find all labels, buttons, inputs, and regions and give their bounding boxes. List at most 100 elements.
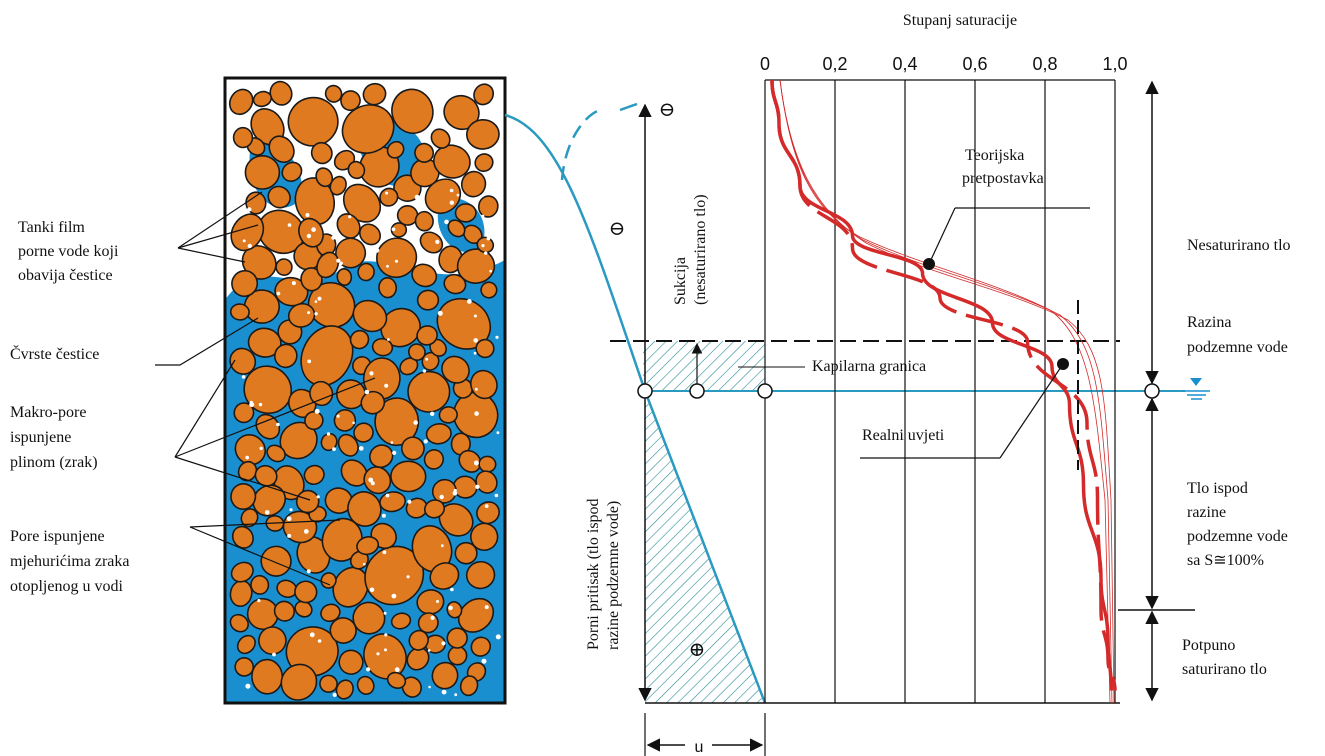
soil-grain [230, 213, 265, 252]
soil-grain [287, 302, 316, 328]
soil-grain [378, 277, 398, 299]
soil-grain [268, 135, 295, 163]
air-bubble [316, 495, 320, 499]
air-bubble [272, 652, 276, 657]
soil-grain [386, 671, 407, 689]
air-bubble [486, 236, 491, 241]
soil-grain [324, 84, 343, 103]
soil-grain [376, 237, 418, 279]
air-bubble [494, 225, 498, 230]
air-bubble [249, 402, 255, 408]
soil-grain [333, 409, 357, 432]
soil-grain [273, 600, 296, 622]
air-bubble [441, 689, 447, 695]
air-bubble [245, 683, 251, 689]
leader-lines [155, 191, 376, 586]
soil-grain [316, 251, 340, 279]
air-bubble [385, 191, 389, 195]
air-bubble [374, 248, 380, 253]
soil-grain [419, 231, 444, 254]
air-bubble [430, 411, 435, 416]
air-bubble [370, 481, 375, 486]
node-circle [637, 383, 653, 399]
soil-grain [353, 422, 374, 443]
soil-grain [352, 601, 386, 635]
air-bubble [473, 314, 477, 318]
air-bubble [245, 455, 249, 460]
air-bubble [306, 569, 311, 574]
air-bubble [466, 299, 472, 304]
soil-grain [233, 402, 255, 424]
minus-mid-symbol: ⊖ [609, 218, 626, 240]
air-bubble [276, 291, 281, 296]
soil-grain [358, 223, 382, 246]
soil-grain [447, 219, 466, 238]
soil-column-border [223, 76, 507, 705]
air-bubble [339, 261, 343, 266]
air-bubble [359, 446, 364, 451]
x-tick-label: 0 [760, 54, 770, 74]
soil-grain [476, 501, 500, 525]
air-bubble [368, 477, 374, 483]
air-bubble [257, 599, 261, 603]
air-bubble [314, 408, 320, 414]
soil-grain [414, 142, 435, 163]
x-tick-label: 0,6 [962, 54, 987, 74]
full-saturation-label: Potpuno saturirano tlo [1182, 637, 1267, 678]
soil-grain [447, 645, 468, 666]
air-bubbles [241, 188, 501, 698]
air-bubble [332, 447, 336, 451]
air-bubble [247, 207, 252, 212]
soil-grain [441, 355, 470, 384]
air-bubble [307, 359, 312, 364]
soil-grain [480, 281, 498, 299]
air-bubble [314, 312, 318, 316]
air-bubble [425, 357, 429, 361]
air-bubble [439, 494, 444, 500]
soil-grain [335, 679, 354, 700]
u-label: u [695, 739, 704, 756]
air-bubble [444, 219, 449, 225]
air-bubble [473, 351, 477, 355]
soil-grain [425, 423, 452, 445]
unsaturated-label: Nesaturirano tlo [1187, 237, 1291, 254]
soil-grain [329, 175, 347, 196]
air-bubble [291, 281, 296, 286]
soil-column [223, 76, 507, 705]
soil-grain [411, 263, 438, 288]
theory-leader [928, 207, 956, 265]
air-bubble [474, 411, 479, 416]
air-bubble [336, 414, 340, 418]
soil-grain [454, 541, 478, 565]
pressure-line [504, 113, 767, 704]
soil-grain [229, 347, 257, 375]
real-leader [999, 363, 1064, 459]
real-label: Realni uvjeti [862, 427, 945, 444]
air-bubble [364, 389, 370, 395]
soil-grain [307, 281, 356, 329]
film-label: Tanki film porne vode koji obavija česti… [18, 219, 122, 284]
pore-pressure-label: Porni pritisak (tlo ispod razine podzemn… [585, 494, 622, 650]
soil-grain [390, 222, 408, 238]
soil-grain [250, 574, 270, 595]
soil-grain [371, 337, 394, 357]
soil-grain [401, 676, 422, 698]
air-bubble [307, 311, 311, 315]
air-bubble [489, 269, 493, 273]
air-bubble [481, 244, 485, 248]
air-bubble [473, 338, 479, 343]
air-bubble [333, 233, 338, 239]
air-bubble [484, 504, 489, 508]
air-bubble [348, 215, 352, 219]
air-bubble [484, 251, 488, 255]
soil-grain [473, 83, 495, 106]
air-bubble [423, 439, 428, 444]
air-bubble [452, 491, 458, 496]
chart-gridlines [765, 79, 1116, 703]
soil-grain [337, 433, 359, 457]
soil-grain [310, 141, 333, 165]
soil-grain [433, 144, 471, 179]
air-bubble [366, 667, 371, 672]
air-bubble [407, 499, 412, 504]
